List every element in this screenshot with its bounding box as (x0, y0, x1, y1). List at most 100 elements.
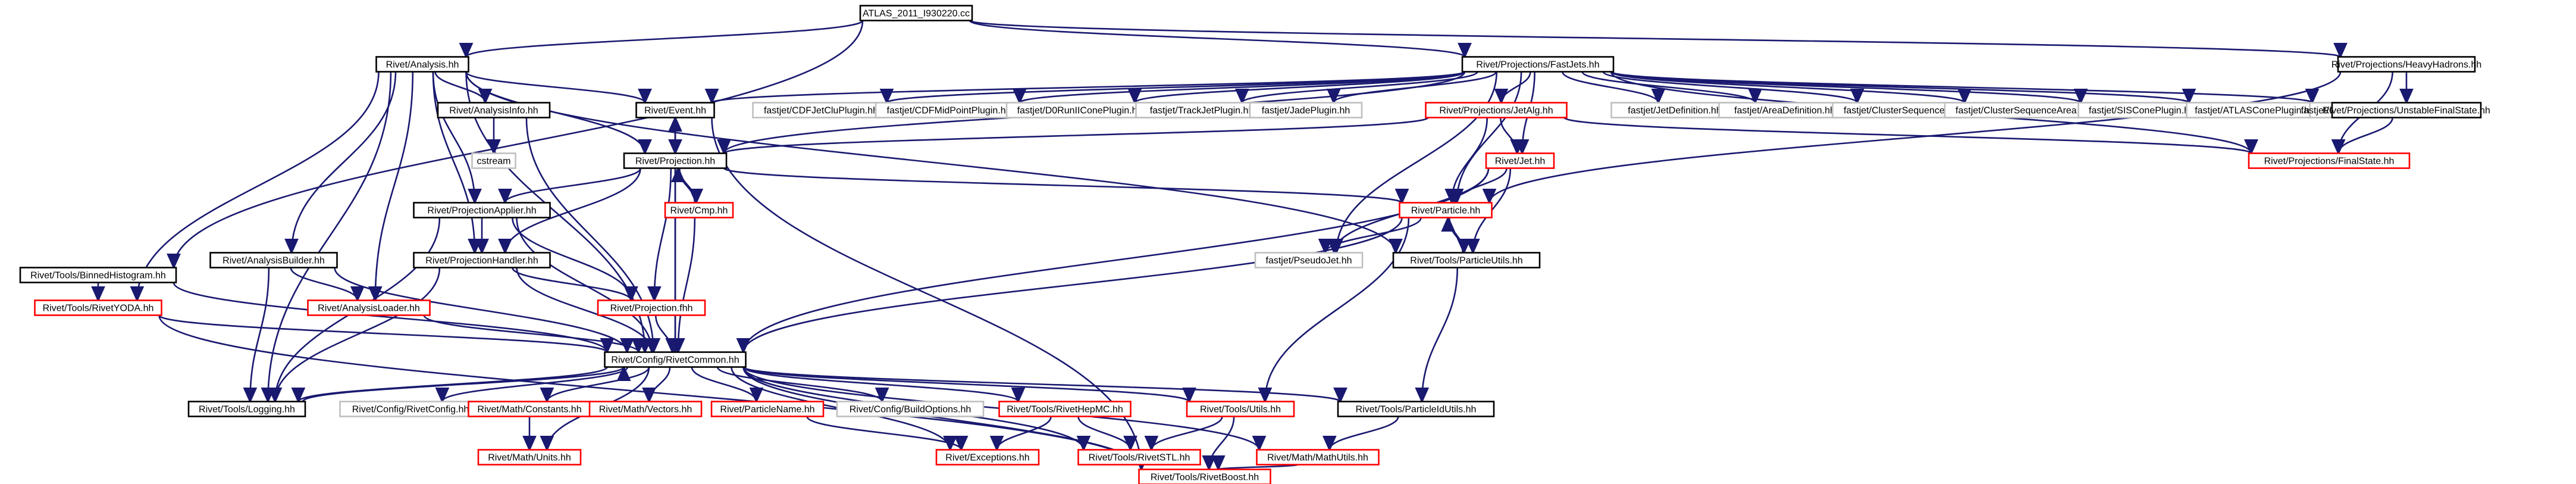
node-box (187, 401, 306, 417)
edge-analysis-to-analysisloader (375, 71, 414, 301)
edge-rivetcommon-to-buildoptions (716, 366, 882, 402)
graph-node-root[interactable]: ATLAS_2011_I930220.cc (859, 5, 973, 21)
graph-node-jadeplugin[interactable]: fastjet/JadePlugin.hh (1249, 102, 1363, 118)
graph-node-particlename[interactable]: Rivet/ParticleName.hh (710, 401, 825, 417)
graph-node-utils[interactable]: Rivet/Tools/Utils.hh (1186, 401, 1295, 417)
node-label: Rivet/ParticleName.hh (720, 405, 814, 415)
node-label: Rivet/Analysis.hh (386, 60, 459, 70)
edge-projection-to-projhandler (505, 168, 641, 253)
graph-node-mathvectors[interactable]: Rivet/Math/Vectors.hh (588, 401, 703, 417)
graph-node-mathconstants[interactable]: Rivet/Math/Constants.hh (468, 401, 591, 417)
node-box (1425, 102, 1568, 118)
node-label: Rivet/Projection.hh (635, 157, 715, 167)
node-box (588, 401, 703, 417)
graph-node-rivethepmc[interactable]: Rivet/Tools/RivetHepMC.hh (998, 401, 1132, 417)
graph-node-mathutils[interactable]: Rivet/Math/MathUtils.hh (1256, 449, 1380, 466)
node-label: Rivet/Tools/RivetSTL.hh (1089, 453, 1190, 463)
graph-node-heavyhadrons[interactable]: Rivet/Projections/HeavyHadrons.hh (2331, 56, 2482, 73)
graph-node-exceptions[interactable]: Rivet/Exceptions.hh (935, 449, 1040, 466)
graph-node-binnedhisto[interactable]: Rivet/Tools/BinnedHistogram.hh (19, 267, 177, 283)
node-label: Rivet/AnalysisBuilder.hh (222, 256, 325, 266)
edge-analysisbuilder-to-analysisloader (290, 267, 358, 301)
node-label: fastjet/ClusterSequenceArea.hh (1955, 106, 2090, 116)
graph-node-d0runii[interactable]: fastjet/D0RunIIConePlugin.hh (1005, 102, 1154, 118)
graph-node-rivetstl[interactable]: Rivet/Tools/RivetSTL.hh (1077, 449, 1201, 466)
edge-analysis-to-logging (268, 71, 392, 402)
edge-projectionfhh-to-rivetcommon (654, 315, 672, 352)
graph-node-cstream[interactable]: cstream (471, 152, 516, 169)
node-label: cstream (477, 157, 511, 167)
edge-projhandler-to-logging (275, 267, 441, 402)
graph-node-mathunits[interactable]: Rivet/Math/Units.hh (477, 449, 582, 466)
graph-node-rivetyoda[interactable]: Rivet/Tools/RivetYODA.hh (34, 299, 162, 316)
graph-node-event[interactable]: Rivet/Event.hh (635, 102, 715, 118)
node-box (437, 102, 551, 118)
graph-node-rivetconfig[interactable]: Rivet/Config/RivetConfig.hh (339, 401, 482, 417)
graph-node-projhandler[interactable]: Rivet/ProjectionHandler.hh (413, 252, 551, 268)
node-box (2077, 102, 2206, 118)
node-box (1138, 469, 1271, 484)
graph-node-finalstate[interactable]: Rivet/Projections/FinalState.hh (2248, 152, 2411, 169)
graph-node-clusterseqarea[interactable]: fastjet/ClusterSequenceArea.hh (1944, 102, 2102, 118)
graph-node-siscone[interactable]: fastjet/SISConePlugin.hh (2077, 102, 2206, 118)
graph-node-buildoptions[interactable]: Rivet/Config/BuildOptions.hh (836, 401, 985, 417)
node-label: Rivet/Projections/FastJets.hh (1476, 60, 1599, 70)
edge-rivetcommon-to-particleidutils (742, 366, 1341, 402)
node-label: Rivet/Tools/Utils.hh (1200, 405, 1281, 415)
node-box (597, 299, 706, 316)
node-box (471, 152, 516, 169)
graph-node-cdfjetclu[interactable]: fastjet/CDFJetCluPlugin.hh (752, 102, 890, 118)
edge-fastjets-to-atlascone (1610, 71, 2189, 103)
node-box (2186, 102, 2324, 118)
edge-binnedhisto-to-rivetcommon (173, 282, 607, 352)
edge-analysisbuilder-to-logging (250, 267, 270, 402)
edge-rivetcommon-to-mathconstants (547, 367, 650, 402)
graph-node-analysisbuilder[interactable]: Rivet/AnalysisBuilder.hh (209, 252, 338, 268)
node-box (1186, 401, 1295, 417)
node-box (2248, 152, 2411, 169)
node-label: Rivet/Projections/FinalState.hh (2264, 157, 2395, 167)
graph-node-projapplier[interactable]: Rivet/ProjectionApplier.hh (413, 202, 551, 218)
node-box (664, 202, 734, 218)
node-label: Rivet/Projection.fhh (610, 304, 693, 314)
node-box (1256, 449, 1380, 466)
graph-node-jet[interactable]: Rivet/Jet.hh (1485, 152, 1555, 169)
node-box (209, 252, 338, 268)
graph-node-particleutils[interactable]: Rivet/Tools/ParticleUtils.hh (1392, 252, 1541, 268)
graph-node-atlascone[interactable]: fastjet/ATLASConePlugin.hh (2186, 102, 2324, 118)
graph-node-projectionfhh[interactable]: Rivet/Projection.fhh (597, 299, 706, 316)
node-box (1485, 152, 1555, 169)
node-label: Rivet/Tools/ParticleIdUtils.hh (1356, 405, 1477, 415)
graph-node-rivetboost[interactable]: Rivet/Tools/RivetBoost.hh (1138, 469, 1271, 484)
node-label: fastjet/D0RunIIConePlugin.hh (1017, 106, 1143, 116)
edge-particleidutils-to-mathutils (1330, 416, 1399, 450)
node-label: Rivet/Tools/RivetYODA.hh (43, 304, 154, 314)
graph-node-analysis[interactable]: Rivet/Analysis.hh (375, 56, 469, 73)
graph-node-jetalg[interactable]: Rivet/Projections/JetAlg.hh (1425, 102, 1568, 118)
edge-particlename-to-exceptions (806, 416, 961, 450)
graph-node-particle[interactable]: Rivet/Particle.hh (1399, 202, 1493, 218)
node-box (1461, 56, 1615, 73)
graph-node-cmp[interactable]: Rivet/Cmp.hh (664, 202, 734, 218)
graph-node-fastjets[interactable]: Rivet/Projections/FastJets.hh (1461, 56, 1615, 73)
graph-node-analysisinfo[interactable]: Rivet/AnalysisInfo.hh (437, 102, 551, 118)
edge-analysis-to-particleutils (465, 71, 1396, 253)
node-box (836, 401, 985, 417)
graph-node-pseudojet[interactable]: fastjet/PseudoJet.hh (1254, 252, 1364, 268)
graph-node-trackjet[interactable]: fastjet/TrackJetPlugin.hh (1135, 102, 1268, 118)
graph-node-areadef[interactable]: fastjet/AreaDefinition.hh (1718, 102, 1851, 118)
graph-node-analysisloader[interactable]: Rivet/AnalysisLoader.hh (307, 299, 431, 316)
graph-node-cdfmidpoint[interactable]: fastjet/CDFMidPointPlugin.hh (875, 102, 1023, 118)
edge-particle-to-pseudojet (1325, 217, 1422, 253)
graph-node-unstablefs[interactable]: Rivet/Projections/UnstableFinalState.hh (2323, 102, 2490, 118)
graph-node-logging[interactable]: Rivet/Tools/Logging.hh (187, 401, 306, 417)
node-box (710, 401, 825, 417)
edge-projapplier-to-rivetcommon (516, 217, 653, 352)
node-label: fastjet/SISConePlugin.hh (2089, 106, 2195, 116)
graph-node-rivetcommon[interactable]: Rivet/Config/RivetCommon.hh (604, 351, 747, 368)
edge-rivetcommon-to-particlename (691, 367, 757, 402)
node-box (1077, 449, 1201, 466)
graph-node-projection[interactable]: Rivet/Projection.hh (623, 152, 728, 169)
graph-node-particleidutils[interactable]: Rivet/Tools/ParticleIdUtils.hh (1337, 401, 1495, 417)
